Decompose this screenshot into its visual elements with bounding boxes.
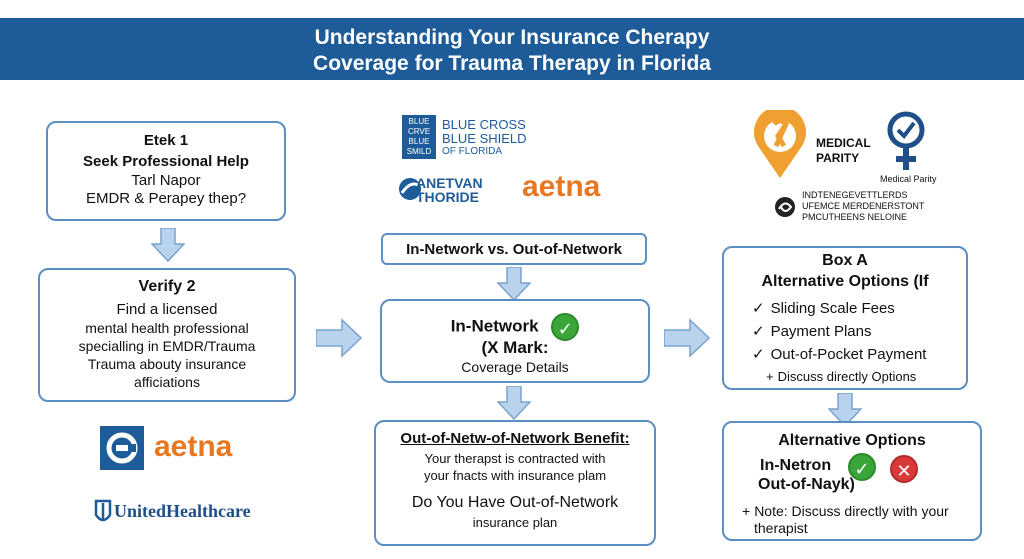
- medical-parity-logo: MEDICAL PARITY: [752, 110, 882, 182]
- step-1-line-4: EMDR & Perapey thep?: [85, 190, 247, 207]
- in-network-details: Coverage Details: [461, 359, 569, 375]
- alternative-options-box: Alternative Options In-Netron ✓ ✕ Out-of…: [722, 421, 982, 541]
- arrow-down-icon: [497, 386, 531, 420]
- box-a-item-1: ✓Sliding Scale Fees: [752, 300, 895, 317]
- arrow-down-icon: [497, 267, 531, 301]
- alt-options-line-1: In-Netron: [760, 457, 832, 474]
- out-network-line-1: Your therapst is contracted with: [424, 451, 606, 466]
- anetvan-swoosh-icon: [399, 178, 421, 200]
- aetna-mark-icon: [100, 426, 144, 470]
- title-banner: Understanding Your Insurance Cherapy Cov…: [0, 18, 1024, 80]
- in-network-title: In-Network: [450, 316, 539, 336]
- medical-parity-line-2: PARITY: [816, 151, 860, 165]
- box-a-title: Box A: [822, 252, 868, 269]
- uhc-wordmark: UnitedHealthcare: [114, 501, 251, 521]
- check-icon: ✓: [752, 323, 765, 340]
- arrow-down-icon: [151, 228, 185, 262]
- bcbs-logo: BLUE CRVE BLUE SMILD BLUE CROSS BLUE SHI…: [402, 113, 552, 161]
- small-text-logo: INDTENEGEVETTLERDS UFEMCE MERDENERSTONT …: [774, 190, 924, 224]
- check-icon: ✓: [752, 300, 765, 317]
- step-2-title: Verify 2: [138, 278, 196, 295]
- step-1-box: Etek 1 Seek Professional Help Tarl Napor…: [46, 121, 286, 221]
- medical-parity-caption: Medical Parity: [880, 174, 937, 184]
- arrow-right-icon: [664, 318, 710, 358]
- box-a-subtitle: Alternative Options (If: [761, 273, 929, 290]
- bcbs-line-3: OF FLORIDA: [442, 146, 503, 157]
- anetvan-line-1: ANETVAN: [416, 175, 483, 191]
- aetna-wordmark-center: aetna: [522, 170, 601, 203]
- uhc-shield-icon: [94, 499, 112, 522]
- small-text-line-3: PMCUTHEENS NELOINE: [802, 212, 908, 222]
- bcbs-badge-icon: BLUE CRVE BLUE SMILD: [402, 115, 436, 159]
- arrow-right-icon: [316, 318, 362, 358]
- bcbs-line-2: BLUE SHIELD: [442, 131, 527, 146]
- out-network-title: Out-of-Netw-of-Network Benefit:: [400, 430, 630, 447]
- medical-parity-symbol: Medical Parity: [878, 110, 968, 184]
- step-2-box: Verify 2 Find a licensed mental health p…: [38, 268, 296, 402]
- step-2-line-5: afficiations: [134, 374, 200, 390]
- alt-options-note: +Note: Discuss directly with your: [742, 503, 949, 519]
- out-network-line-2: your fnacts with insurance plam: [423, 468, 607, 483]
- step-2-line-2: mental health professional: [85, 320, 249, 336]
- unitedhealthcare-logo: UnitedHealthcare: [94, 497, 264, 527]
- step-2-line-1: Find a licensed: [116, 301, 218, 318]
- medical-parity-line-1: MEDICAL: [816, 136, 871, 150]
- venus-check-icon: [887, 111, 925, 170]
- alt-options-line-2: Out-of-Nayk): [758, 476, 855, 493]
- checkmark-icon: ✓: [848, 453, 876, 481]
- in-network-title-row: In-Network ✓: [382, 313, 648, 341]
- aetna-logo-left: aetna: [100, 426, 250, 470]
- bcbs-line-1: BLUE CROSS: [442, 117, 526, 132]
- step-2-line-4: Trauma abouty insurance: [87, 356, 247, 372]
- check-icon: ✓: [752, 346, 765, 363]
- small-text-line-1: INDTENEGEVETTLERDS: [802, 190, 908, 200]
- small-text-line-2: UFEMCE MERDENERSTONT: [802, 201, 925, 211]
- swirl-icon: [775, 197, 795, 217]
- step-2-line-3: specialling in EMDR/Trauma: [78, 338, 256, 354]
- box-a: Box A Alternative Options (If ✓Sliding S…: [722, 246, 968, 390]
- out-network-box: Out-of-Netw-of-Network Benefit: Your the…: [374, 420, 656, 546]
- aetna-wordmark-left: aetna: [154, 430, 233, 463]
- arrow-down-icon: [828, 393, 862, 427]
- box-a-note: +Discuss directly Options: [766, 369, 917, 384]
- step-1-heading: Seek Professional Help: [83, 153, 249, 170]
- ribbon-pin-icon: [754, 110, 806, 178]
- anetvan-line-2: THORIDE: [416, 189, 479, 205]
- box-a-item-2: ✓Payment Plans: [752, 323, 872, 340]
- out-network-line-4: insurance plan: [472, 515, 558, 530]
- alt-options-note-2: therapist: [754, 520, 808, 536]
- checkmark-icon: ✓: [551, 313, 580, 341]
- x-mark-icon: ✕: [890, 455, 918, 483]
- in-network-subtitle: (X Mark:: [481, 338, 549, 357]
- box-a-item-3: ✓Out-of-Pocket Payment: [752, 346, 927, 363]
- anetvan-logo: ANETVAN THORIDE: [398, 175, 498, 205]
- network-compare-label: In-Network vs. Out-of-Network: [406, 241, 622, 258]
- network-compare-box: In-Network vs. Out-of-Network: [381, 233, 647, 265]
- title-line-2: Coverage for Trauma Therapy in Florida: [313, 52, 711, 75]
- in-network-box: In-Network ✓ (X Mark: Coverage Details: [380, 299, 650, 383]
- alt-options-title: Alternative Options: [778, 432, 926, 449]
- step-1-title: Etek 1: [143, 132, 189, 149]
- out-network-question: Do You Have Out-of-Network: [411, 494, 619, 511]
- step-1-line-3: Tarl Napor: [131, 172, 201, 189]
- title-line-1: Understanding Your Insurance Cherapy: [314, 26, 710, 49]
- plus-icon: +: [766, 369, 774, 384]
- plus-icon: +: [742, 503, 751, 519]
